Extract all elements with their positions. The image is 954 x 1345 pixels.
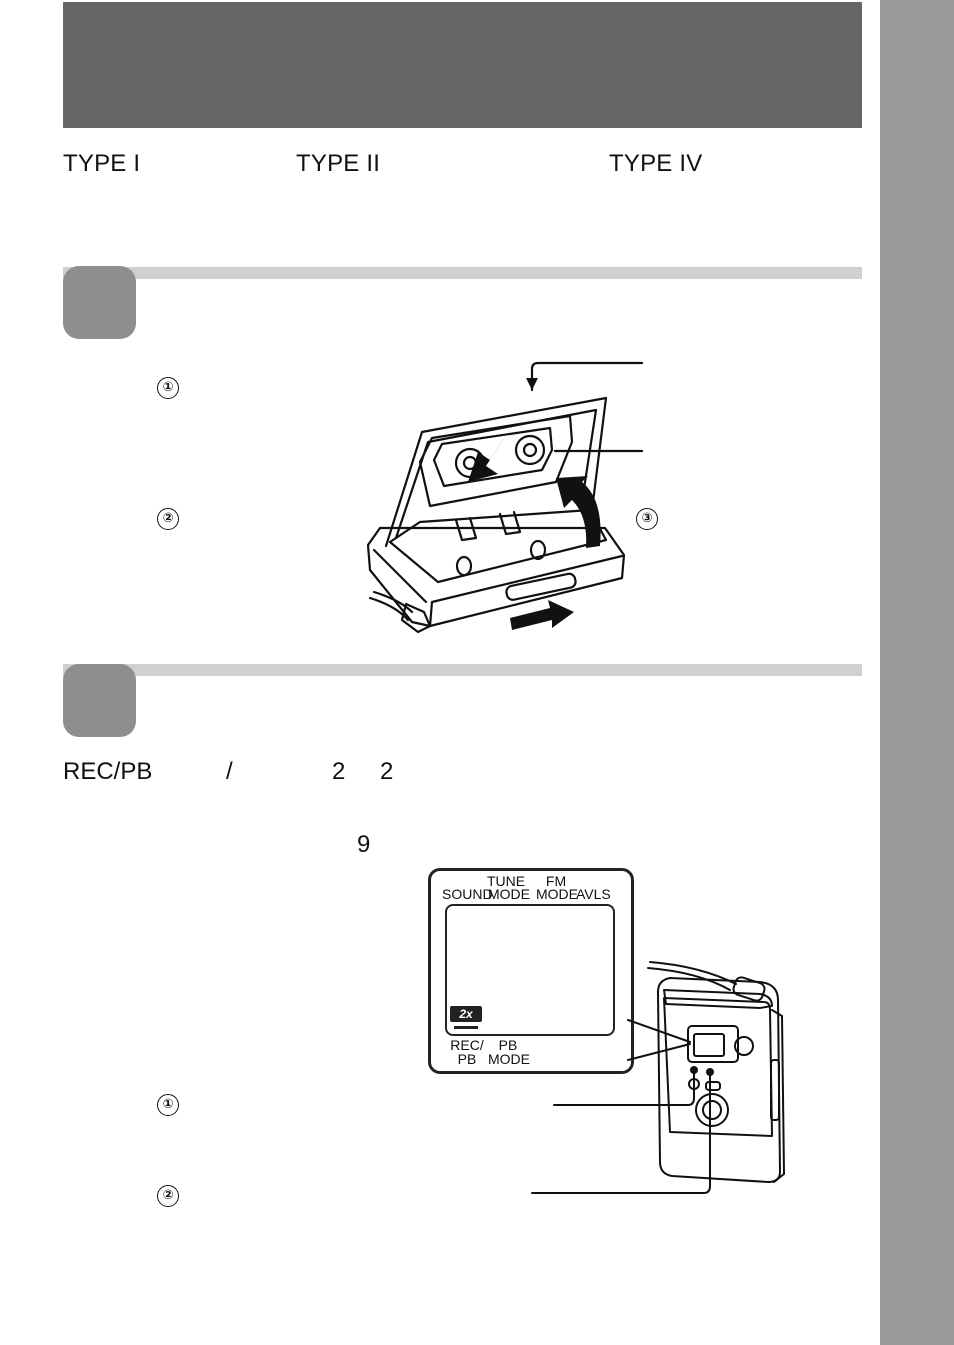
tape-type-1: TYPE I — [63, 150, 141, 177]
lcd-label-sound: SOUND — [442, 886, 493, 902]
lcd-label-recpb-pb: PB — [457, 1051, 477, 1067]
tape-type-4: TYPE IV — [609, 150, 703, 177]
step1-marker-2: ② — [157, 508, 179, 530]
lcd-label-pb-mode: MODE — [488, 1051, 530, 1067]
step2-text-num-b: 2 — [380, 758, 394, 785]
lcd-label-avls: AVLS — [576, 886, 611, 902]
step1-figure-marker-3: ③ — [636, 508, 658, 530]
device-illustration — [531, 961, 785, 1194]
lcd-label-tune-mode: MODE — [488, 886, 530, 902]
step2-marker-2: ② — [157, 1185, 179, 1207]
tape-type-2: TYPE II — [296, 150, 381, 177]
step1-marker-1: ① — [157, 377, 179, 399]
step2-marker-1: ① — [157, 1094, 179, 1116]
lcd-2x-underline — [454, 1026, 478, 1029]
step2-text-slash: / — [226, 758, 233, 785]
step2-badge — [63, 664, 136, 737]
cassette-insert-illustration — [366, 361, 644, 634]
lcd-2x-indicator: 2x — [450, 1006, 482, 1022]
side-index-tab — [880, 0, 954, 1345]
step1-rule — [63, 267, 862, 279]
step2-text-recpb: REC/PB — [63, 758, 153, 785]
header-bar — [63, 2, 862, 128]
step2-page-ref: 9 — [357, 831, 371, 858]
step2-text-num-a: 2 — [332, 758, 346, 785]
lcd-label-pb: PB — [498, 1037, 518, 1053]
step1-badge — [63, 266, 136, 339]
step2-rule — [63, 664, 862, 676]
lcd-label-fm-mode: MODE — [536, 886, 578, 902]
lcd-label-rec: REC/ — [450, 1037, 484, 1053]
lcd-screen — [445, 904, 615, 1036]
lcd-label-tune: TUNE — [486, 873, 526, 889]
lcd-label-fm: FM — [545, 873, 567, 889]
